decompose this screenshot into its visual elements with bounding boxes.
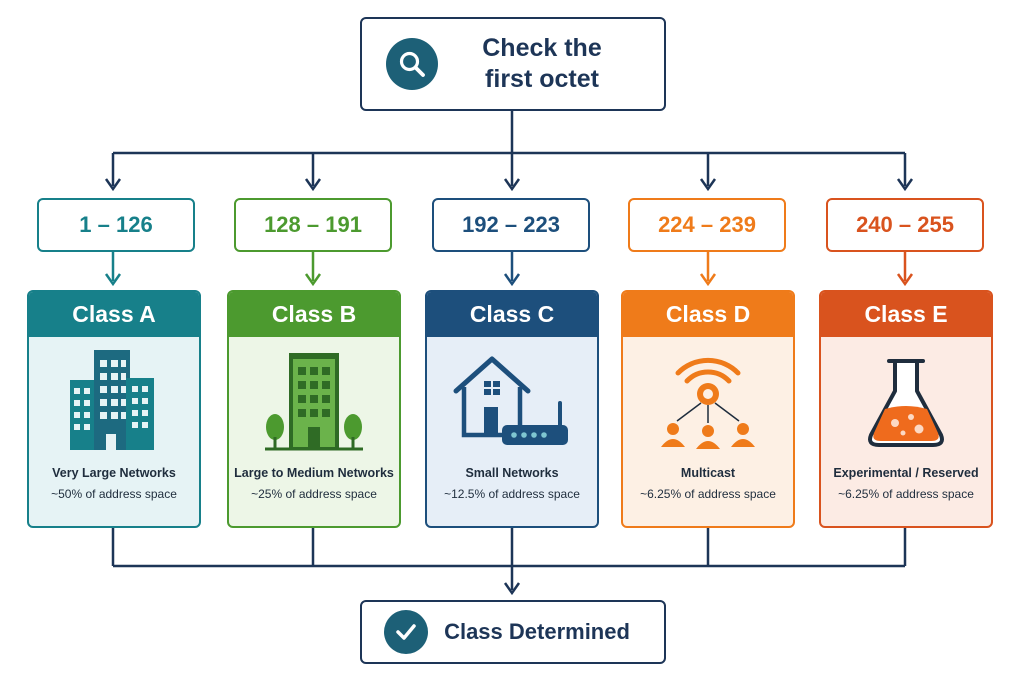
multicast-icon xyxy=(661,357,755,449)
end-box: Class Determined xyxy=(360,600,666,664)
card-share-class-b: ~25% of address space xyxy=(251,487,377,501)
card-title-class-d: Class D xyxy=(623,292,793,337)
card-label-class-a: Very Large Networks xyxy=(52,466,176,480)
range-class-c: 192 – 223 xyxy=(432,198,590,252)
card-label-class-b: Large to Medium Networks xyxy=(234,466,394,480)
card-share-class-c: ~12.5% of address space xyxy=(444,487,580,501)
office-buildings-icon xyxy=(70,350,154,450)
card-share-class-e: ~6.25% of address space xyxy=(838,487,974,501)
check-icon xyxy=(384,610,428,654)
range-class-e: 240 – 255 xyxy=(826,198,984,252)
start-title-line1: Check the xyxy=(482,34,602,62)
card-class-e: Class E Experimental / Reserved ~6.25% o… xyxy=(819,290,993,528)
card-share-class-a: ~50% of address space xyxy=(51,487,177,501)
card-share-class-d: ~6.25% of address space xyxy=(640,487,776,501)
card-label-class-c: Small Networks xyxy=(465,466,559,480)
range-class-d: 224 – 239 xyxy=(628,198,786,252)
card-class-c: Class C Small Networks ~12.5% of address… xyxy=(425,290,599,528)
card-title-class-a: Class A xyxy=(29,292,199,337)
card-class-d: Class D Multicast ~6.25% of address spac… xyxy=(621,290,795,528)
card-class-a: Class A Very Large Ne xyxy=(27,290,201,528)
house-router-icon xyxy=(453,356,568,445)
card-label-class-d: Multicast xyxy=(680,466,736,480)
end-title: Class Determined xyxy=(444,619,630,644)
card-title-class-c: Class C xyxy=(427,292,597,337)
card-label-class-e: Experimental / Reserved xyxy=(833,466,979,480)
card-title-class-e: Class E xyxy=(821,292,991,337)
start-title-line2: first octet xyxy=(485,65,599,93)
card-class-b: Class B Large to Medium Networks ~25% of… xyxy=(227,290,401,528)
range-class-a: 1 – 126 xyxy=(37,198,195,252)
start-box: Check the first octet xyxy=(360,17,666,111)
building-trees-icon xyxy=(265,353,363,451)
start-title: Check the first octet xyxy=(438,33,664,95)
flask-icon xyxy=(868,359,944,447)
search-icon xyxy=(386,38,438,90)
range-class-b: 128 – 191 xyxy=(234,198,392,252)
card-title-class-b: Class B xyxy=(229,292,399,337)
